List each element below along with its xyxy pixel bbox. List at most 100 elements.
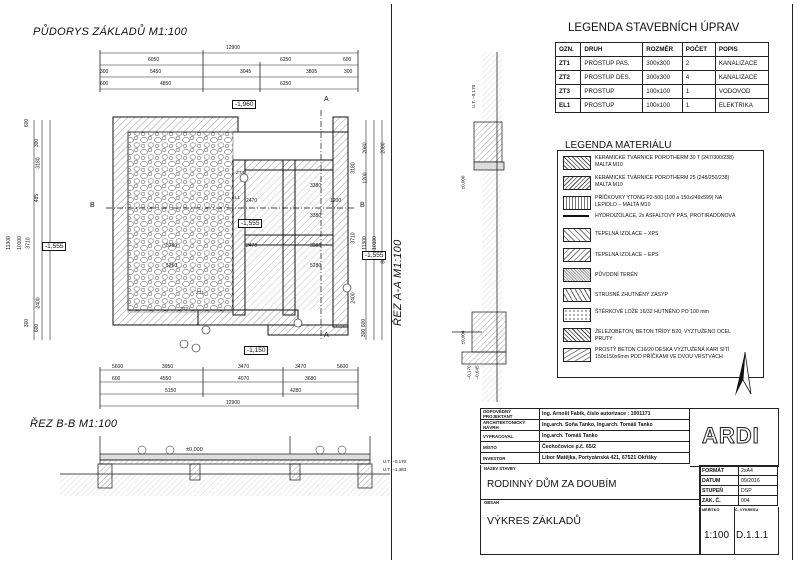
level-label: ±0,000 [460, 175, 466, 190]
table-cell: KANALIZACE [714, 70, 770, 85]
mark-label: ZT1 [196, 290, 205, 295]
title-block-value: Ing.arch. Tomáš Tanko [539, 430, 690, 442]
dim-label: 600 [34, 323, 41, 333]
title-block-sheet-box: Č. VÝKRESU D.1.1.1 [733, 507, 779, 555]
swatch-hydroizolace [563, 215, 589, 217]
legend-material-text: TEPELNÁ IZOLACE – XPS [595, 231, 659, 237]
mark-label: ZT3 [236, 170, 245, 175]
table-header-row: OZN. DRUH ROZMĚR POČET POPIS [554, 42, 770, 57]
dim-label: 11300 [5, 236, 12, 250]
dim-label: 2470 [246, 243, 258, 249]
section-mark: B [90, 202, 95, 209]
legend-materials-title: LEGENDA MATERIÁLU [565, 140, 672, 151]
table-cell: PROSTUP PAS. [580, 56, 644, 71]
dim-label: 4280 [290, 388, 302, 394]
dim-label: 3180 [35, 157, 42, 169]
swatch-xps [563, 228, 591, 242]
dim-label: 11300 [361, 236, 368, 250]
dim-label: 6050 [148, 57, 160, 63]
sheet-label: Č. VÝKRESU [735, 508, 759, 512]
section-bb-drawing [60, 436, 390, 496]
title-block-label: VYPRACOVAL [480, 430, 540, 442]
swatch-porotherm-30 [563, 156, 591, 170]
title-block-value: Ing. Arnošt Fabík, číslo autorizace : 10… [539, 408, 690, 420]
dim-label: 4550 [160, 376, 172, 382]
table-cell: 300x300 [642, 70, 683, 85]
dim-label: 600 [100, 81, 109, 87]
title-block-value: Čechočovice p.č. 65/2 [539, 441, 690, 453]
table-row: ZT3 PROSTUP 100x100 1 VODOVOD [554, 84, 770, 99]
legend-material-text: KERAMICKÉ TVÁRNICE POROTHERM 30 T (247/3… [595, 155, 734, 168]
dim-label: 2470 [246, 198, 258, 204]
level-label: U.T. −0,170 [383, 459, 407, 464]
level-label: −0,170 [466, 365, 472, 380]
dim-label: 5150 [165, 388, 177, 394]
title-block-value: Libor Matějka, Portyzánská 421, 67521 Ok… [539, 452, 690, 464]
table-cell: PROSTUP [580, 84, 644, 99]
dim-label: 600 [361, 318, 368, 328]
dim-label: 5280 [166, 243, 178, 249]
project-name: RODINNÝ DŮM ZA DOUBÍM [487, 479, 617, 490]
swatch-reinforced-concrete [563, 328, 591, 342]
meta-row: STUPEŇ DSP [699, 485, 778, 496]
meta-value: DSP [738, 485, 778, 496]
table-cell: PROSTUP DES. [580, 70, 644, 85]
dim-label: 3470 [238, 364, 250, 370]
table-cell: 1 [681, 84, 716, 99]
table-cell: VODOVOD [714, 84, 770, 99]
table-row: ZT1 PROSTUP PAS. 300x300 2 KANALIZACE [554, 56, 770, 71]
level-label: ±0,000 [460, 330, 466, 345]
dim-label: 5250 [166, 263, 178, 269]
level-tag: -1,555 [362, 251, 387, 260]
dim-label: 3950 [162, 364, 174, 370]
dim-label: 4070 [238, 376, 250, 382]
legend-material-text: HYDROIZOLACE, 2x ASFALTOVÝ PÁS, PROTIRAD… [595, 213, 736, 219]
sheet-frame [14, 4, 793, 560]
dim-label: 2080 [380, 142, 387, 154]
dim-label: 10100 [371, 236, 378, 250]
table-cell: ZT2 [554, 70, 582, 85]
meta-row: FORMÁT 2xA4 [699, 465, 778, 476]
dim-label: 600 [112, 376, 121, 382]
table-cell: ZT3 [554, 84, 582, 99]
level-label: ±0,000 [186, 447, 203, 453]
dim-label: 3380 [310, 243, 322, 249]
table-cell: 4 [681, 70, 716, 85]
mark-label: EL1 [232, 195, 241, 200]
table-header: POPIS [714, 42, 770, 57]
legend-works-title: LEGENDA STAVEBNÍCH ÚPRAV [568, 22, 740, 34]
legend-material-text: ŠTĚRKOVÉ LOŽE 16/32 HUTNĚNO PO 100 mm [595, 309, 709, 315]
ardi-logo: ARDI [702, 423, 760, 449]
level-tag: -1,555 [238, 219, 263, 228]
sheet-number: D.1.1.1 [736, 530, 769, 541]
dim-label: 10100 [16, 236, 23, 250]
section-mark: A [324, 332, 329, 339]
dim-label: 3380 [310, 213, 322, 219]
table-cell: ZT1 [554, 56, 582, 71]
title-block-row: ARCHITEKTONICKÝ NÁVRH Ing.arch. Soňa Tan… [480, 419, 690, 431]
level-label: −0,645 [474, 365, 480, 380]
scale-label: MĚŘÍTKO [702, 508, 720, 512]
foundation-plan [33, 50, 383, 409]
dim-label: 6250 [280, 57, 292, 63]
level-tag: -1,150 [244, 346, 269, 355]
dim-label: 3710 [25, 237, 32, 249]
project-label: NÁZEV STAVBY [484, 466, 516, 471]
dim-label: 12900 [226, 400, 240, 406]
dim-label: 3805 [306, 69, 318, 75]
dim-label: 3470 [295, 364, 307, 370]
table-row: EL1 PROSTUP 100x100 1 ELEKTRIKA [554, 98, 770, 113]
table-header: OZN. [554, 42, 582, 57]
legend-material-text: STRUSNÉ ZHUTNĚNÝ ZÁSYP [595, 292, 668, 298]
north-arrow-icon [735, 351, 752, 396]
mark-label: ZT2 [180, 306, 189, 311]
title-block-label: MÍSTO [480, 441, 540, 453]
table-cell: 300x300 [642, 56, 683, 71]
title-block-value: Ing.arch. Soňa Tanko, Ing.arch. Tomáš Ta… [539, 419, 690, 431]
table-cell: PROSTUP [580, 98, 644, 113]
dim-label: 12900 [226, 45, 240, 51]
dim-label: 300 [100, 69, 109, 75]
dim-label: 2400 [35, 297, 42, 309]
table-row: ZT2 PROSTUP DES. 300x300 4 KANALIZACE [554, 70, 770, 85]
plan-title: PŮDORYS ZÁKLADŮ M1:100 [33, 26, 188, 38]
